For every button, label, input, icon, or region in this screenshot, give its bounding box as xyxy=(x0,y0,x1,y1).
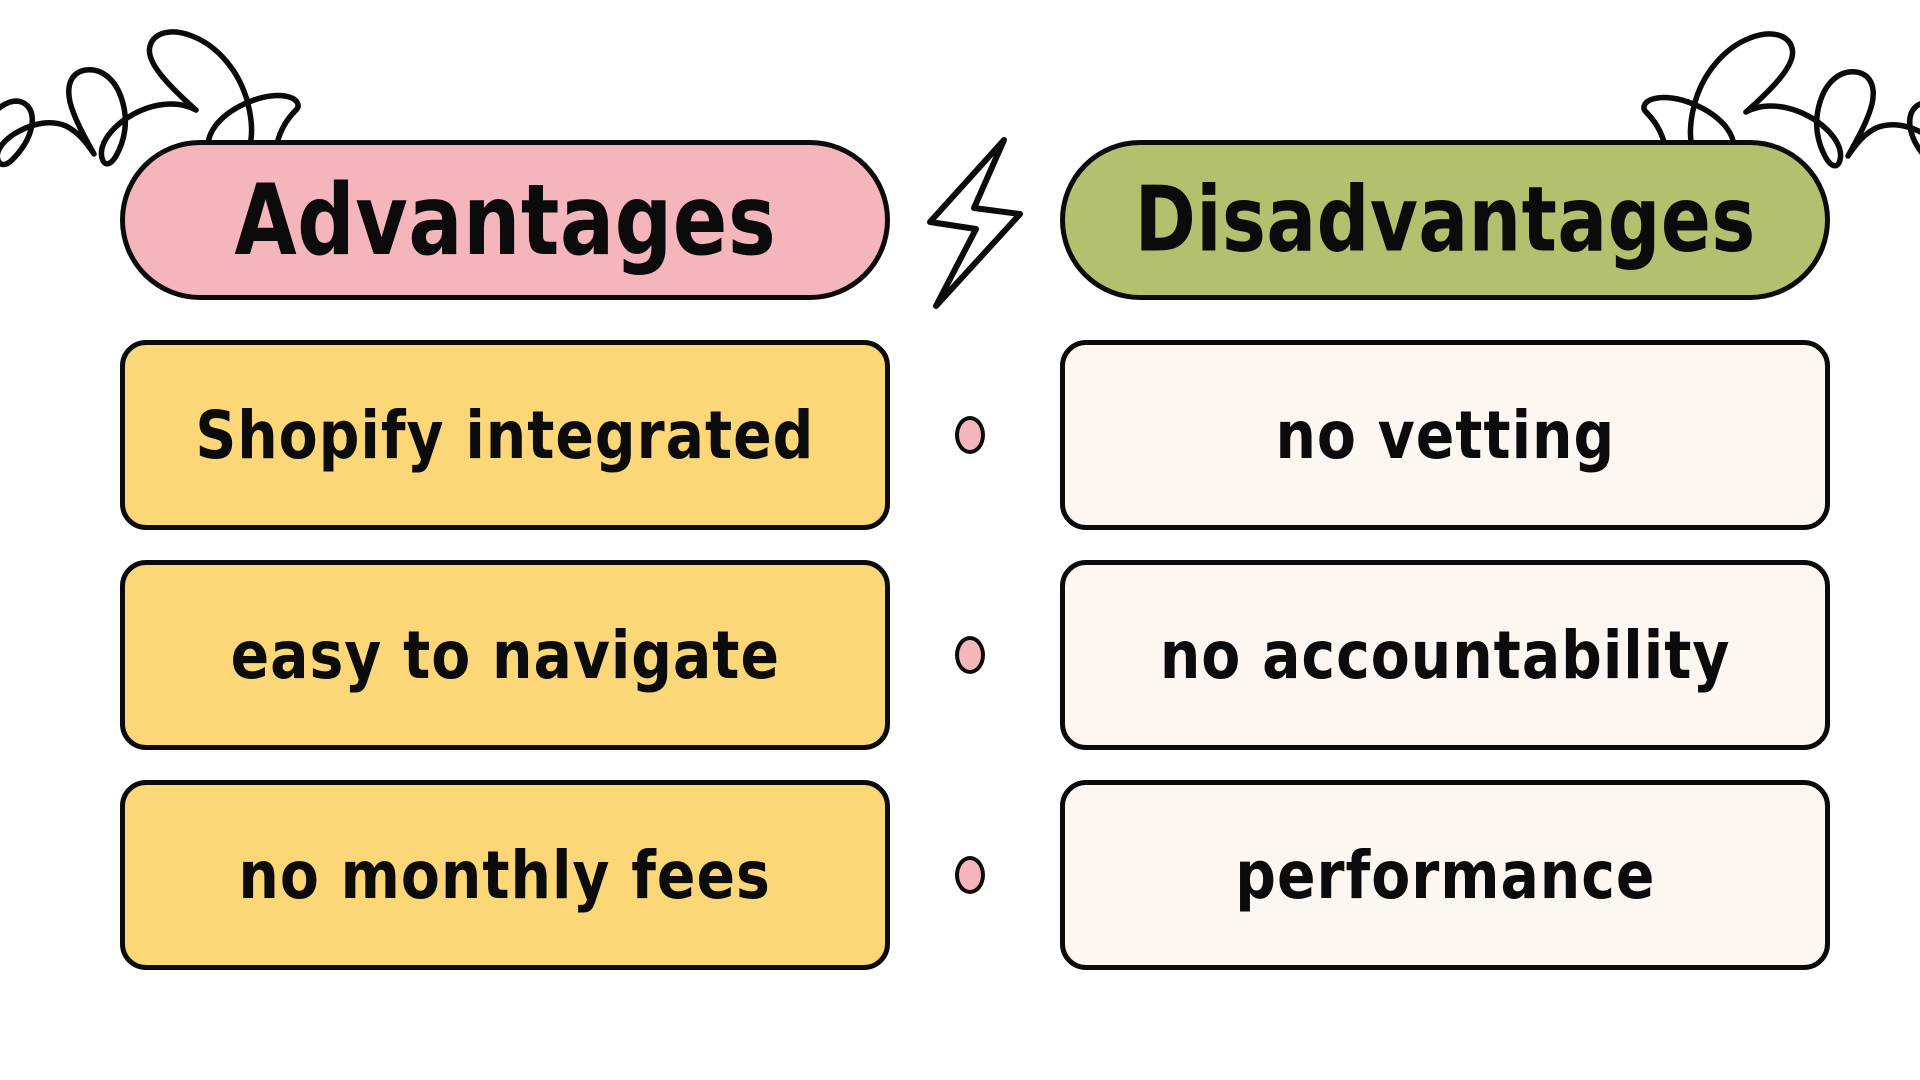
advantage-card-label: Shopify integrated xyxy=(195,396,815,474)
advantage-card: Shopify integrated xyxy=(120,340,890,530)
disadvantage-card-label: no accountability xyxy=(1159,616,1731,694)
advantage-card-label: no monthly fees xyxy=(238,836,772,914)
row-separator-dot xyxy=(955,416,985,454)
disadvantage-card: no accountability xyxy=(1060,560,1830,750)
disadvantage-card: no vetting xyxy=(1060,340,1830,530)
column-header-disadvantages-label: Disadvantages xyxy=(1134,166,1756,272)
disadvantage-card: performance xyxy=(1060,780,1830,970)
column-header-advantages-label: Advantages xyxy=(234,162,776,278)
column-header-disadvantages: Disadvantages xyxy=(1060,140,1830,300)
advantage-card: easy to navigate xyxy=(120,560,890,750)
disadvantage-card-label: no vetting xyxy=(1275,396,1615,474)
advantage-card: no monthly fees xyxy=(120,780,890,970)
disadvantage-card-label: performance xyxy=(1234,836,1656,914)
column-header-advantages: Advantages xyxy=(120,140,890,300)
row-separator-dot xyxy=(955,856,985,894)
advantage-card-label: easy to navigate xyxy=(230,616,780,694)
row-separator-dot xyxy=(955,636,985,674)
lightning-bolt-icon xyxy=(927,137,1023,309)
